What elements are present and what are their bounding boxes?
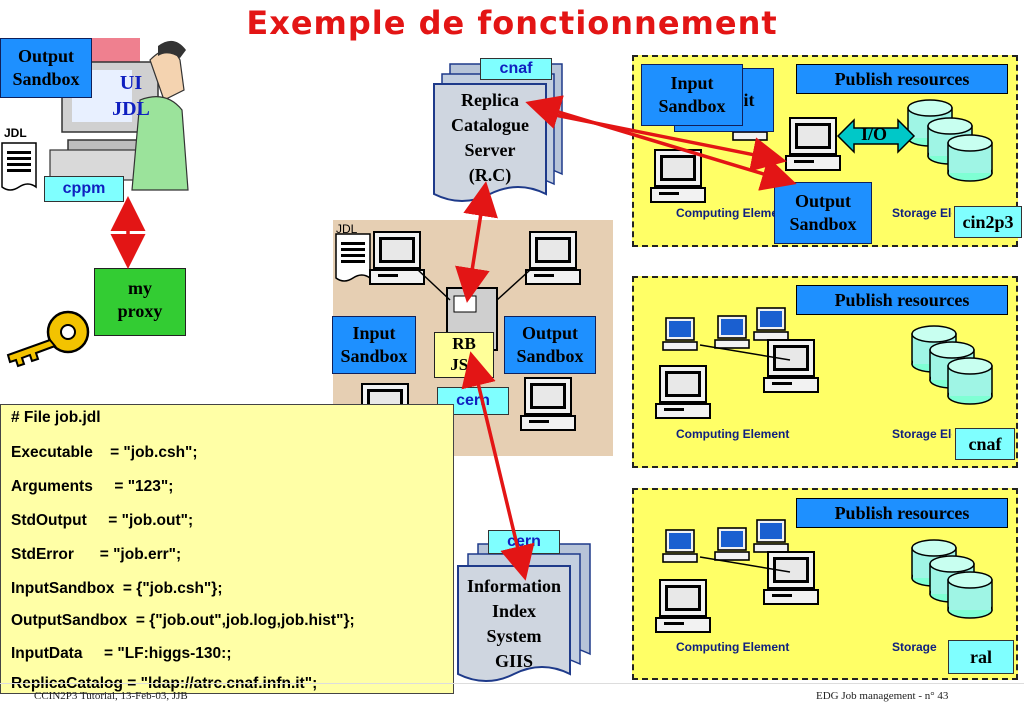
- site3-storage-cylinder-3: [947, 571, 993, 619]
- io-double-arrow: [836, 118, 916, 154]
- ui-jdl-icon-label: JDL: [4, 126, 27, 140]
- myproxy-line2: proxy: [117, 301, 163, 321]
- rb-line-2: JSS: [450, 355, 478, 374]
- key-icon: [6, 310, 90, 368]
- rb-jdl-icon-label: JDL: [336, 222, 358, 236]
- footer-divider: [0, 683, 1024, 684]
- site3-publish-resources: Publish resources: [796, 498, 1008, 528]
- site1-computer-2: [785, 117, 841, 171]
- rb-line-1: RB: [452, 334, 476, 353]
- jdl-line-7: InputData = "LF:higgs-130:;: [11, 645, 232, 662]
- site1-storage-cylinder-3: [947, 134, 993, 182]
- site2-storage-element-label: Storage Element: [892, 427, 952, 441]
- ui-site-tag-cppm: cppm: [44, 176, 124, 202]
- site2-publish-resources: Publish resources: [796, 285, 1008, 315]
- site2-computer-2: [714, 315, 750, 349]
- ui-label-line2: JDL: [112, 98, 150, 120]
- jdl-line-3: StdOutput = "job.out";: [11, 512, 194, 529]
- site3-computing-element-label: Computing Element: [676, 640, 790, 654]
- rc-site-tag-cnaf: cnaf: [480, 58, 552, 80]
- site3-computer-1: [662, 529, 698, 563]
- iis-site-tag-cern: cern: [488, 530, 560, 554]
- jdl-line-2: Arguments = "123";: [11, 478, 174, 495]
- site1-computer-1: [650, 149, 706, 203]
- site3-computer-3: [753, 519, 789, 553]
- footer-left-text: CCIN2P3 Tutorial, 13-Feb-03, JJB: [34, 690, 188, 702]
- jdl-line-5: InputSandbox = {"job.csh"};: [11, 580, 223, 597]
- jdl-line-1: Executable = "job.csh";: [11, 444, 198, 461]
- rc-line-3: Server: [464, 140, 516, 160]
- ui-output-sandbox-box: Output Sandbox: [0, 38, 92, 98]
- iis-line-4: GIIS: [494, 651, 534, 671]
- site2-computing-element-label: Computing Element: [676, 427, 790, 441]
- myproxy-box: my proxy: [94, 268, 186, 336]
- site1-behind-text: it: [743, 89, 755, 110]
- rb-jss-box: RB JSS: [434, 332, 494, 378]
- footer-right-text: EDG Job management - n° 43: [816, 690, 949, 702]
- site2-computer-1: [662, 317, 698, 351]
- rc-line-4: (R.C): [468, 165, 512, 185]
- site2-computer-3: [753, 307, 789, 341]
- site1-input-sandbox-box: Input Sandbox: [641, 64, 743, 126]
- iis-line-2: Index: [491, 601, 536, 621]
- site3-computer-5: [763, 551, 819, 605]
- information-index-label: Information Index System GIIS: [458, 574, 570, 674]
- page-title: Exemple de fonctionnement: [246, 4, 778, 42]
- site2-storage-cylinder-3: [947, 357, 993, 405]
- rc-line-2: Catalogue: [451, 115, 529, 135]
- site3-computer-2: [714, 527, 750, 561]
- jdl-line-0: # File job.jdl: [11, 409, 101, 426]
- replica-catalogue-label: Replica Catalogue Server (R.C): [434, 88, 546, 188]
- jdl-line-6: OutputSandbox = {"job.out",job.log,job.h…: [11, 612, 355, 629]
- site1-output-sandbox-box: Output Sandbox: [774, 182, 872, 244]
- rb-input-sandbox-box: Input Sandbox: [332, 316, 416, 374]
- site2-computer-5: [763, 339, 819, 393]
- myproxy-line1: my: [128, 278, 152, 298]
- rc-line-1: Replica: [461, 90, 519, 110]
- rb-output-sandbox-box: Output Sandbox: [504, 316, 596, 374]
- site1-computing-element-label: Computing Element: [676, 206, 788, 220]
- iis-line-3: System: [486, 626, 542, 646]
- site1-tag-cin2p3: cin2p3: [954, 206, 1022, 238]
- jdl-file-panel: # File job.jdl Executable = "job.csh"; A…: [0, 404, 454, 694]
- site1-publish-resources: Publish resources: [796, 64, 1008, 94]
- site3-tag-ral: ral: [948, 640, 1014, 674]
- site2-computer-4: [655, 365, 711, 419]
- site1-io-label: I/O: [860, 124, 887, 144]
- user-workstation-illustration: [49, 38, 189, 191]
- site1-storage-element-label: Storage Element: [892, 206, 952, 220]
- iis-line-1: Information: [467, 576, 561, 596]
- ui-jdl-label: UI JDL: [103, 70, 159, 122]
- site3-storage-label: Storage: [892, 640, 937, 654]
- jdl-line-4: StdError = "job.err";: [11, 546, 182, 563]
- information-index-stack: [457, 543, 591, 682]
- site2-tag-cnaf: cnaf: [955, 428, 1015, 460]
- site3-computer-4: [655, 579, 711, 633]
- ui-label-line1: UI: [119, 72, 143, 94]
